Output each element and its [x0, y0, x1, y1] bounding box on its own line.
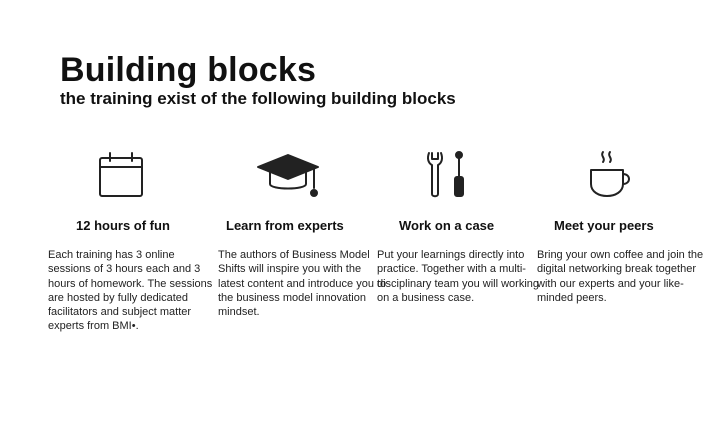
page-title: Building blocks — [60, 51, 317, 89]
block-description: The authors of Business Model Shifts wil… — [218, 249, 387, 319]
wrench-screwdriver-icon — [425, 150, 469, 202]
block-heading: Meet your peers — [554, 218, 654, 233]
block-heading: Work on a case — [399, 218, 495, 233]
block-description: Each training has 3 online sessions of 3… — [48, 249, 213, 333]
page-subtitle: the training exist of the following buil… — [60, 89, 456, 108]
block-heading: 12 hours of fun — [76, 218, 170, 233]
block-description: Put your learnings directly into practic… — [377, 249, 540, 304]
graduation-cap-icon — [256, 150, 320, 202]
coffee-cup-icon — [587, 150, 637, 202]
block-description: Bring your own coffee and join the digit… — [537, 249, 704, 304]
block-heading: Learn from experts — [226, 218, 344, 233]
calendar-icon — [96, 150, 146, 202]
